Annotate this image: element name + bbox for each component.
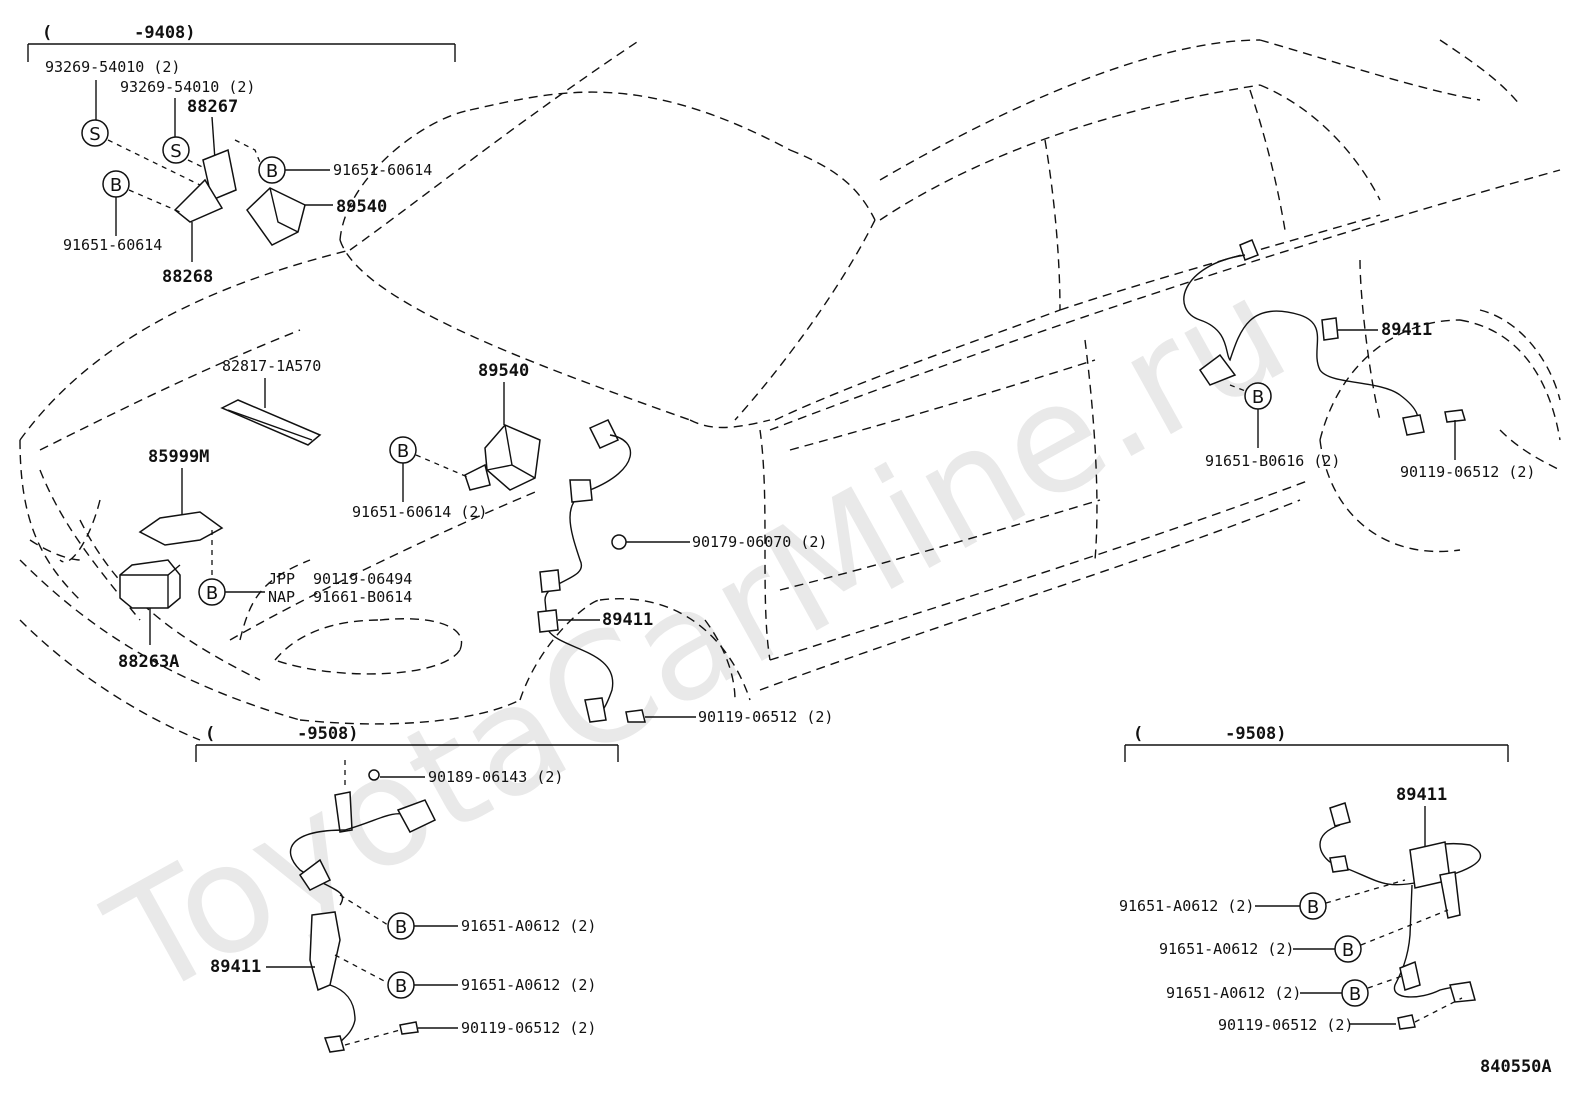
bolt-rear <box>1444 409 1466 423</box>
b-symbol-text: B <box>110 175 122 196</box>
relay-88263a <box>119 559 181 609</box>
range-bracket-bottom-right <box>1124 744 1509 762</box>
part-90119-06512-rear: 90119-06512 (2) <box>1400 463 1535 481</box>
part-89411-rear: 89411 <box>1381 320 1432 340</box>
part-89540-top: 89540 <box>336 197 387 217</box>
rear-sensor-clip <box>1321 317 1339 341</box>
part-89411-bl: 89411 <box>210 957 261 977</box>
part-88263a: 88263A <box>118 652 179 672</box>
bolt-bl <box>399 1021 419 1035</box>
part-85999m: 85999M <box>148 447 209 467</box>
part-88268: 88268 <box>162 267 213 287</box>
range-bracket-bottom-left <box>195 744 619 762</box>
range-label-top-left: ( -9408) <box>42 23 196 43</box>
bolt-br <box>1397 1014 1416 1030</box>
clip-90189 <box>368 769 380 781</box>
part-89540-mid: 89540 <box>478 361 529 381</box>
bracket-85999m <box>138 511 224 546</box>
bracket-89540-mid <box>464 463 491 491</box>
bl-sensor-connector <box>396 799 437 833</box>
label-jpp: JPP <box>268 570 295 588</box>
front-sensor-clip-1 <box>569 479 593 503</box>
br-clip <box>1329 855 1349 873</box>
part-93269-54010-b: 93269-54010 (2) <box>120 78 255 96</box>
b-symbol-text: B <box>1342 940 1354 961</box>
b-symbol-text: B <box>1307 897 1319 918</box>
b-symbol-text: B <box>397 441 409 462</box>
range-label-bottom-right: ( -9508) <box>1133 724 1287 744</box>
bl-bracket-mid <box>309 911 341 992</box>
s-symbol-2 <box>162 136 190 164</box>
b-symbol-text: B <box>266 161 278 182</box>
clip-90179 <box>611 534 627 550</box>
part-89411-front: 89411 <box>602 610 653 630</box>
part-93269-54010-a: 93269-54010 (2) <box>45 58 180 76</box>
car-body-outline <box>19 39 1561 741</box>
part-89411-br: 89411 <box>1396 785 1447 805</box>
b-symbol-text: B <box>1252 387 1264 408</box>
b-symbol-text: B <box>395 917 407 938</box>
part-91651-60614-tr: 91651-60614 <box>333 161 432 179</box>
part-90119-06494: 90119-06494 <box>313 570 412 588</box>
part-91651-60614-2: 91651-60614 (2) <box>352 503 487 521</box>
b-symbol-text: B <box>1349 984 1361 1005</box>
part-90119-06512-bl: 90119-06512 (2) <box>461 1019 596 1037</box>
s-symbol-text-1: S <box>89 124 100 145</box>
part-90119-06512-br: 90119-06512 (2) <box>1218 1016 1353 1034</box>
bl-sensor-clip <box>298 858 332 891</box>
b-symbol-br-3 <box>1341 979 1369 1007</box>
b-symbol-br-2 <box>1334 935 1362 963</box>
part-82817-1a570: 82817-1A570 <box>222 357 321 375</box>
front-sensor-connector <box>588 419 620 449</box>
part-91651-a0612-br-1: 91651-A0612 (2) <box>1119 897 1254 915</box>
part-91651-60614-tl: 91651-60614 <box>63 236 162 254</box>
s-symbol-1 <box>81 119 109 147</box>
part-91651-a0612-bl-1: 91651-A0612 (2) <box>461 917 596 935</box>
b-symbol-text: B <box>206 583 218 604</box>
b-symbol-text: B <box>395 976 407 997</box>
sensor-89540-mid <box>484 424 541 491</box>
range-label-bottom-left: ( -9508) <box>205 724 359 744</box>
br-sensor-head <box>1449 981 1476 1003</box>
br-bracket-arm <box>1439 871 1461 919</box>
rear-sensor-connector <box>1239 239 1259 261</box>
bracket-88268 <box>173 178 224 223</box>
part-88267: 88267 <box>187 97 238 117</box>
diagram-id: 840550A <box>1480 1057 1552 1077</box>
bl-sensor-head <box>323 1035 345 1053</box>
part-91651-a0612-bl-2: 91651-A0612 (2) <box>461 976 596 994</box>
b-symbol-br-1 <box>1299 892 1327 920</box>
label-nap: NAP <box>268 588 295 606</box>
front-sensor-clip-2 <box>539 569 561 593</box>
part-91651-a0612-br-3: 91651-A0612 (2) <box>1166 984 1301 1002</box>
bolt-front <box>625 709 646 723</box>
part-91651-a0612-br-2: 91651-A0612 (2) <box>1159 940 1294 958</box>
part-90119-06512-front: 90119-06512 (2) <box>698 708 833 726</box>
bl-bracket-top <box>334 791 353 833</box>
part-91661-b0614: 91661-B0614 <box>313 588 412 606</box>
front-sensor-head <box>584 697 607 723</box>
s-symbol-text-2: S <box>170 141 181 162</box>
part-91651-b0616: 91651-B0616 (2) <box>1205 452 1340 470</box>
range-bracket-top-left <box>27 43 456 62</box>
br-sensor-connector <box>1329 802 1351 827</box>
br-sensor-clip-lower <box>1399 960 1421 991</box>
front-sensor-clip-3 <box>537 609 559 633</box>
part-90179-06070: 90179-06070 (2) <box>692 533 827 551</box>
rear-sensor-bracket <box>1198 353 1237 386</box>
part-90189-06143: 90189-06143 (2) <box>428 768 563 786</box>
rear-sensor-head <box>1402 414 1425 436</box>
